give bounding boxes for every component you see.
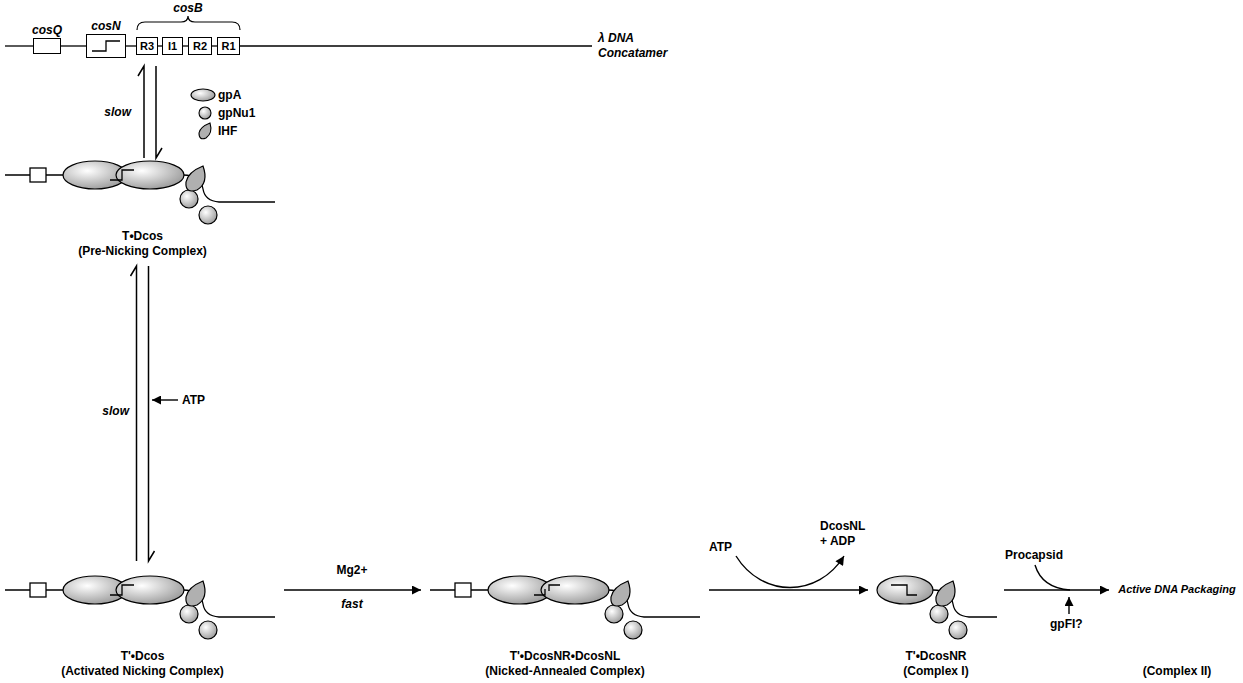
cos-site-symbol xyxy=(92,41,120,51)
site-box: cosQ xyxy=(33,38,61,54)
input-arrow xyxy=(1068,597,1069,614)
site-name: I1 xyxy=(168,40,177,53)
product-label: DcosNL + ADP xyxy=(820,519,872,549)
site-name: R2 xyxy=(193,40,207,53)
cofactor-arc xyxy=(736,556,844,588)
site-box: cosN xyxy=(86,34,126,58)
end-state: Active DNA Packaging (Complex II) xyxy=(1113,565,1241,682)
site-name: R3 xyxy=(140,40,154,53)
region-name: cosB xyxy=(173,1,202,16)
site-name: R1 xyxy=(221,40,235,53)
reaction-line xyxy=(709,589,868,591)
complex-drawing xyxy=(430,576,700,639)
dna-segment xyxy=(61,45,86,46)
complex-name: (Pre-Nicking Complex) xyxy=(78,244,207,259)
dna-segment xyxy=(183,45,188,46)
legend-label: IHF xyxy=(218,124,237,138)
brace xyxy=(137,16,240,30)
site-name: cosN xyxy=(91,19,120,34)
equilibrium-arrow xyxy=(149,266,155,561)
complex-name: (Complex I) xyxy=(903,664,968,679)
complex-formula: Active DNA Packaging xyxy=(1118,582,1236,597)
input-arrow xyxy=(152,399,178,400)
reaction-arrow xyxy=(284,590,421,591)
dna-strand xyxy=(240,45,592,46)
legend-item: IHF xyxy=(218,124,237,138)
reaction-arrow xyxy=(131,266,155,561)
rate-label: slow xyxy=(102,404,129,419)
site-box: R2 xyxy=(188,37,212,55)
protein-dna-complex: T'•DcosNR(Complex I) xyxy=(872,565,1000,682)
cofactor-label: ATP xyxy=(709,540,732,555)
dna-strand xyxy=(5,45,33,46)
dna-strand xyxy=(212,46,217,47)
reaction-arrow xyxy=(709,590,868,591)
complex-name: (Nicked-Annealed Complex) xyxy=(485,664,644,679)
rate-label: slow xyxy=(104,105,131,120)
complex-name: (Activated Nicking Complex) xyxy=(61,664,224,679)
complex-formula: T'•DcosNR•DcosNL xyxy=(510,649,621,664)
site-box: I1 xyxy=(162,37,183,55)
input-label: gpFI? xyxy=(1050,617,1083,632)
input-label: Procapsid xyxy=(1005,548,1063,563)
site-box: R3 xyxy=(136,37,158,55)
gpnu1-symbol xyxy=(199,107,211,119)
complex-formula: T•Dcos xyxy=(122,229,163,244)
dna-strand xyxy=(126,46,136,47)
legend-item: gpA xyxy=(218,88,241,102)
dna-strand xyxy=(183,46,188,47)
dna-segment xyxy=(212,45,217,46)
complex-drawing xyxy=(5,161,275,224)
complex-drawing xyxy=(5,576,275,639)
dna-segment xyxy=(126,45,136,46)
protein-dna-complex: T•Dcos(Pre-Nicking Complex) xyxy=(5,160,280,262)
molecule-name: λ DNA Concatamer xyxy=(598,31,688,61)
dna-strand xyxy=(61,46,86,47)
dna-segment xyxy=(158,45,162,46)
equilibrium-arrow xyxy=(131,266,137,561)
reaction-arrow xyxy=(1004,590,1109,591)
complex-formula: T'•DcosNR xyxy=(905,649,966,664)
equilibrium-arrow xyxy=(156,66,162,158)
complex-drawing xyxy=(877,576,997,639)
legend-label: gpA xyxy=(218,88,241,102)
site-box: R1 xyxy=(217,37,240,55)
rate-label: fast xyxy=(341,597,362,612)
equilibrium-arrow xyxy=(138,66,144,158)
cofactor-label: ATP xyxy=(182,393,205,408)
input-arc xyxy=(1035,565,1070,590)
complex-formula: T'•Dcos xyxy=(121,649,165,664)
reaction-line xyxy=(1004,589,1109,591)
cofactor-label: Mg2+ xyxy=(336,563,367,578)
site-name: cosQ xyxy=(32,23,62,38)
protein-dna-complex: T'•Dcos(Activated Nicking Complex) xyxy=(5,565,280,682)
legend-item: gpNu1 xyxy=(218,106,255,120)
complex-name: (Complex II) xyxy=(1143,664,1212,679)
protein-dna-complex: T'•DcosNR•DcosNL(Nicked-Annealed Complex… xyxy=(425,565,705,682)
legend-label: gpNu1 xyxy=(218,106,255,120)
gpa-symbol xyxy=(191,89,215,101)
ihf-symbol xyxy=(199,123,211,139)
reaction-line xyxy=(284,589,421,591)
dna-strand xyxy=(158,46,162,47)
